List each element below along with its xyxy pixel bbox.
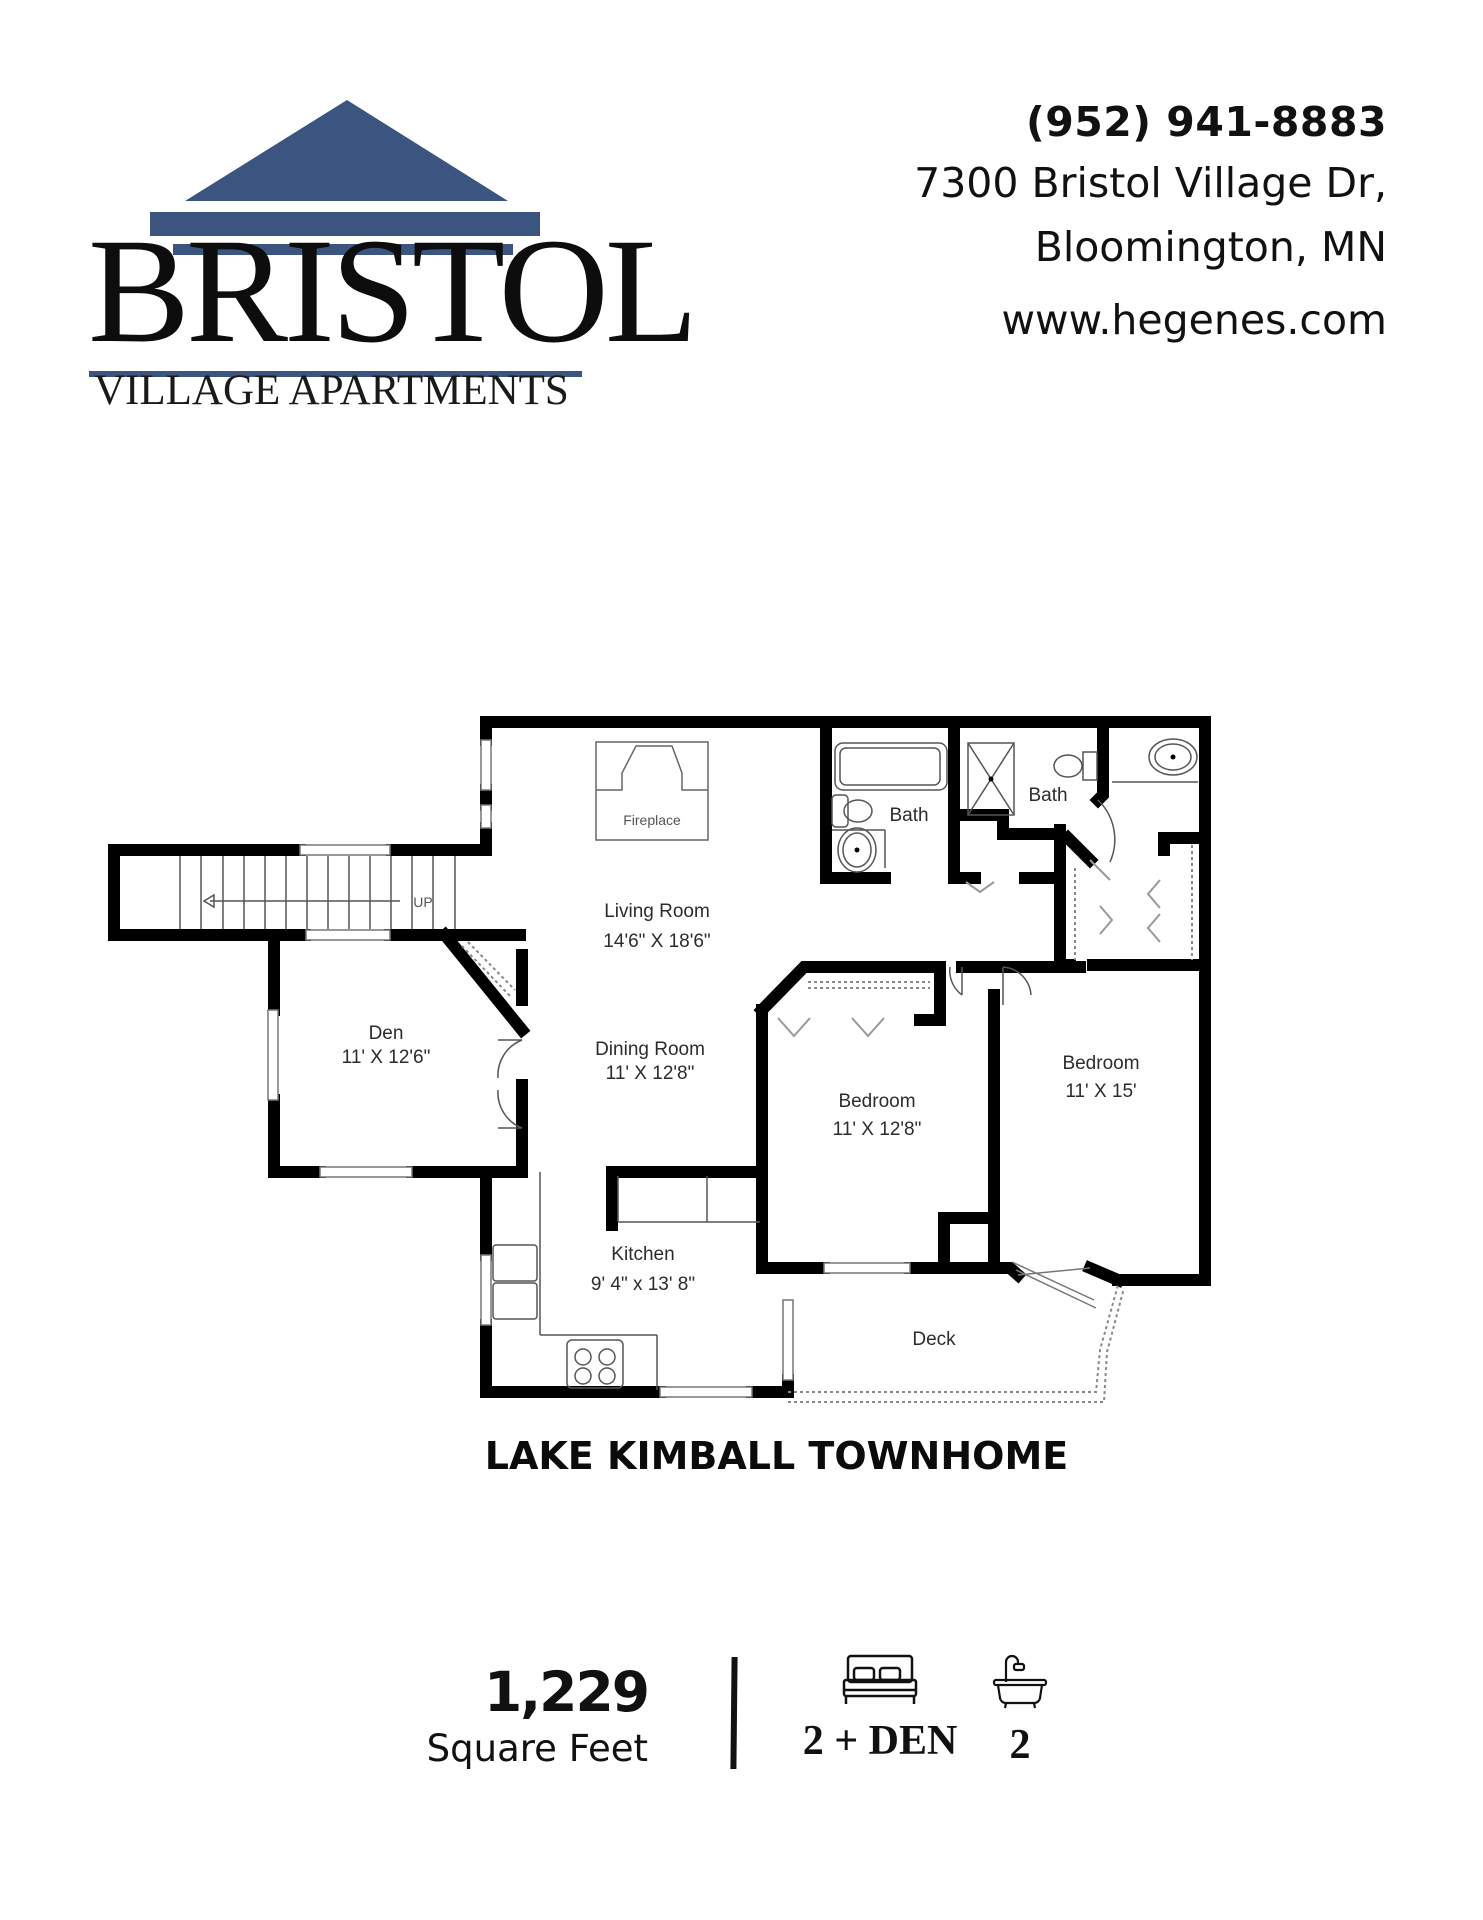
bathtub-icon [992, 1652, 1048, 1714]
room-dimensions: 14'6" X 18'6" [603, 931, 711, 952]
address-line-1: 7300 Bristol Village Dr, [914, 159, 1387, 207]
room-dimensions: 11' X 12'8" [605, 1063, 695, 1084]
room-name: Deck [912, 1329, 956, 1350]
room-living-room: Living Room 14'6" X 18'6" [603, 900, 710, 954]
room-bath-1: Bath [889, 804, 928, 828]
square-feet-value: 1,229 [484, 1660, 650, 1724]
stairs-up-label: UP [413, 894, 433, 910]
room-bedroom-2: Bedroom 11' X 15' [1062, 1052, 1139, 1104]
roof-pediment-icon [89, 100, 582, 377]
room-bedroom-1: Bedroom 11' X 12'8" [833, 1090, 922, 1142]
bathrooms-value: 2 [1009, 1722, 1031, 1768]
room-name: Den [368, 1023, 404, 1044]
fireplace-label: Fireplace [623, 812, 681, 828]
bed-icon [842, 1652, 918, 1710]
room-dimensions: 11' X 15' [1065, 1081, 1137, 1102]
bristol-logo: BRISTOL VILLAGE APARTMENTS [88, 98, 698, 418]
room-dimensions: 9' 4" x 13' 8" [590, 1274, 696, 1295]
contact-block: (952) 941-8883 7300 Bristol Village Dr, … [914, 96, 1387, 346]
square-feet-label: Square Feet [426, 1727, 648, 1770]
room-kitchen: Kitchen 9' 4" x 13' 8" [591, 1243, 695, 1297]
room-name: Kitchen [611, 1244, 675, 1265]
room-name: Bedroom [1062, 1053, 1140, 1074]
room-dining-room: Dining Room 11' X 12'8" [595, 1038, 705, 1086]
room-den: Den 11' X 12'6" [342, 1022, 431, 1070]
room-name: Living Room [604, 901, 710, 922]
room-deck: Deck [912, 1328, 955, 1352]
phone-number[interactable]: (952) 941-8883 [1025, 98, 1387, 146]
room-dimensions: 11' X 12'6" [341, 1047, 431, 1068]
brand-name: BRISTOL [88, 208, 698, 374]
room-bath-2: Bath [1028, 784, 1067, 808]
floor-plan: Living Room 14'6" X 18'6" Dining Room 11… [0, 700, 1483, 1440]
bedrooms-value: 2 + DEN [802, 1718, 958, 1764]
room-name: Bath [889, 805, 929, 826]
brand-subtitle: VILLAGE APARTMENTS [94, 367, 569, 414]
floor-plan-name: LAKE KIMBALL TOWNHOME [484, 1434, 1069, 1478]
room-name: Bath [1028, 785, 1068, 806]
bedrooms-stat: 2 + DEN [780, 1652, 980, 1766]
room-name: Bedroom [838, 1091, 916, 1112]
floor-plan-drawing [108, 716, 1211, 1403]
stats-divider [730, 1656, 738, 1770]
square-feet-stat: 1,229 Square Feet [426, 1660, 650, 1772]
bathrooms-stat: 2 [985, 1652, 1055, 1770]
room-name: Dining Room [595, 1039, 705, 1060]
website-link[interactable]: www.hegenes.com [1001, 296, 1388, 344]
address-line-2: Bloomington, MN [1034, 223, 1387, 271]
room-dimensions: 11' X 12'8" [832, 1119, 922, 1140]
